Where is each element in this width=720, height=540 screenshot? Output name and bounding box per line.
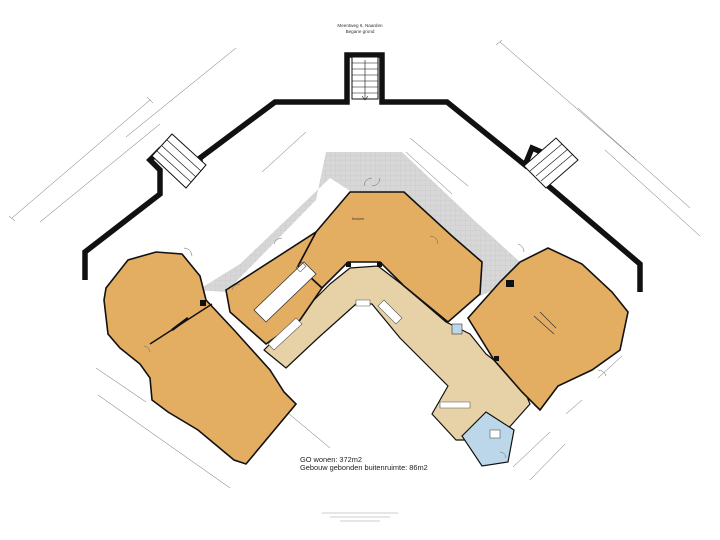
plan-floor-label: Begane grond [345,29,375,34]
room-left [103,251,298,465]
bathroom [461,411,515,467]
area-outdoor: Gebouw gebonden buitenruimte: 86m2 [300,463,428,472]
dimension-lines [8,39,701,489]
stairs-left [151,133,207,189]
area-living: GO wonen: 372m2 [300,455,363,464]
room-label-top: Keuken [352,217,364,221]
cabinetry [267,299,471,409]
kitchen-island [253,261,317,323]
room-top-left [225,229,324,346]
stairs-top [351,56,379,101]
columns [200,262,514,361]
footer-marks [322,512,398,522]
plan-address: Meentweg 6, Naarden [337,23,383,28]
stairs-right [523,137,579,189]
